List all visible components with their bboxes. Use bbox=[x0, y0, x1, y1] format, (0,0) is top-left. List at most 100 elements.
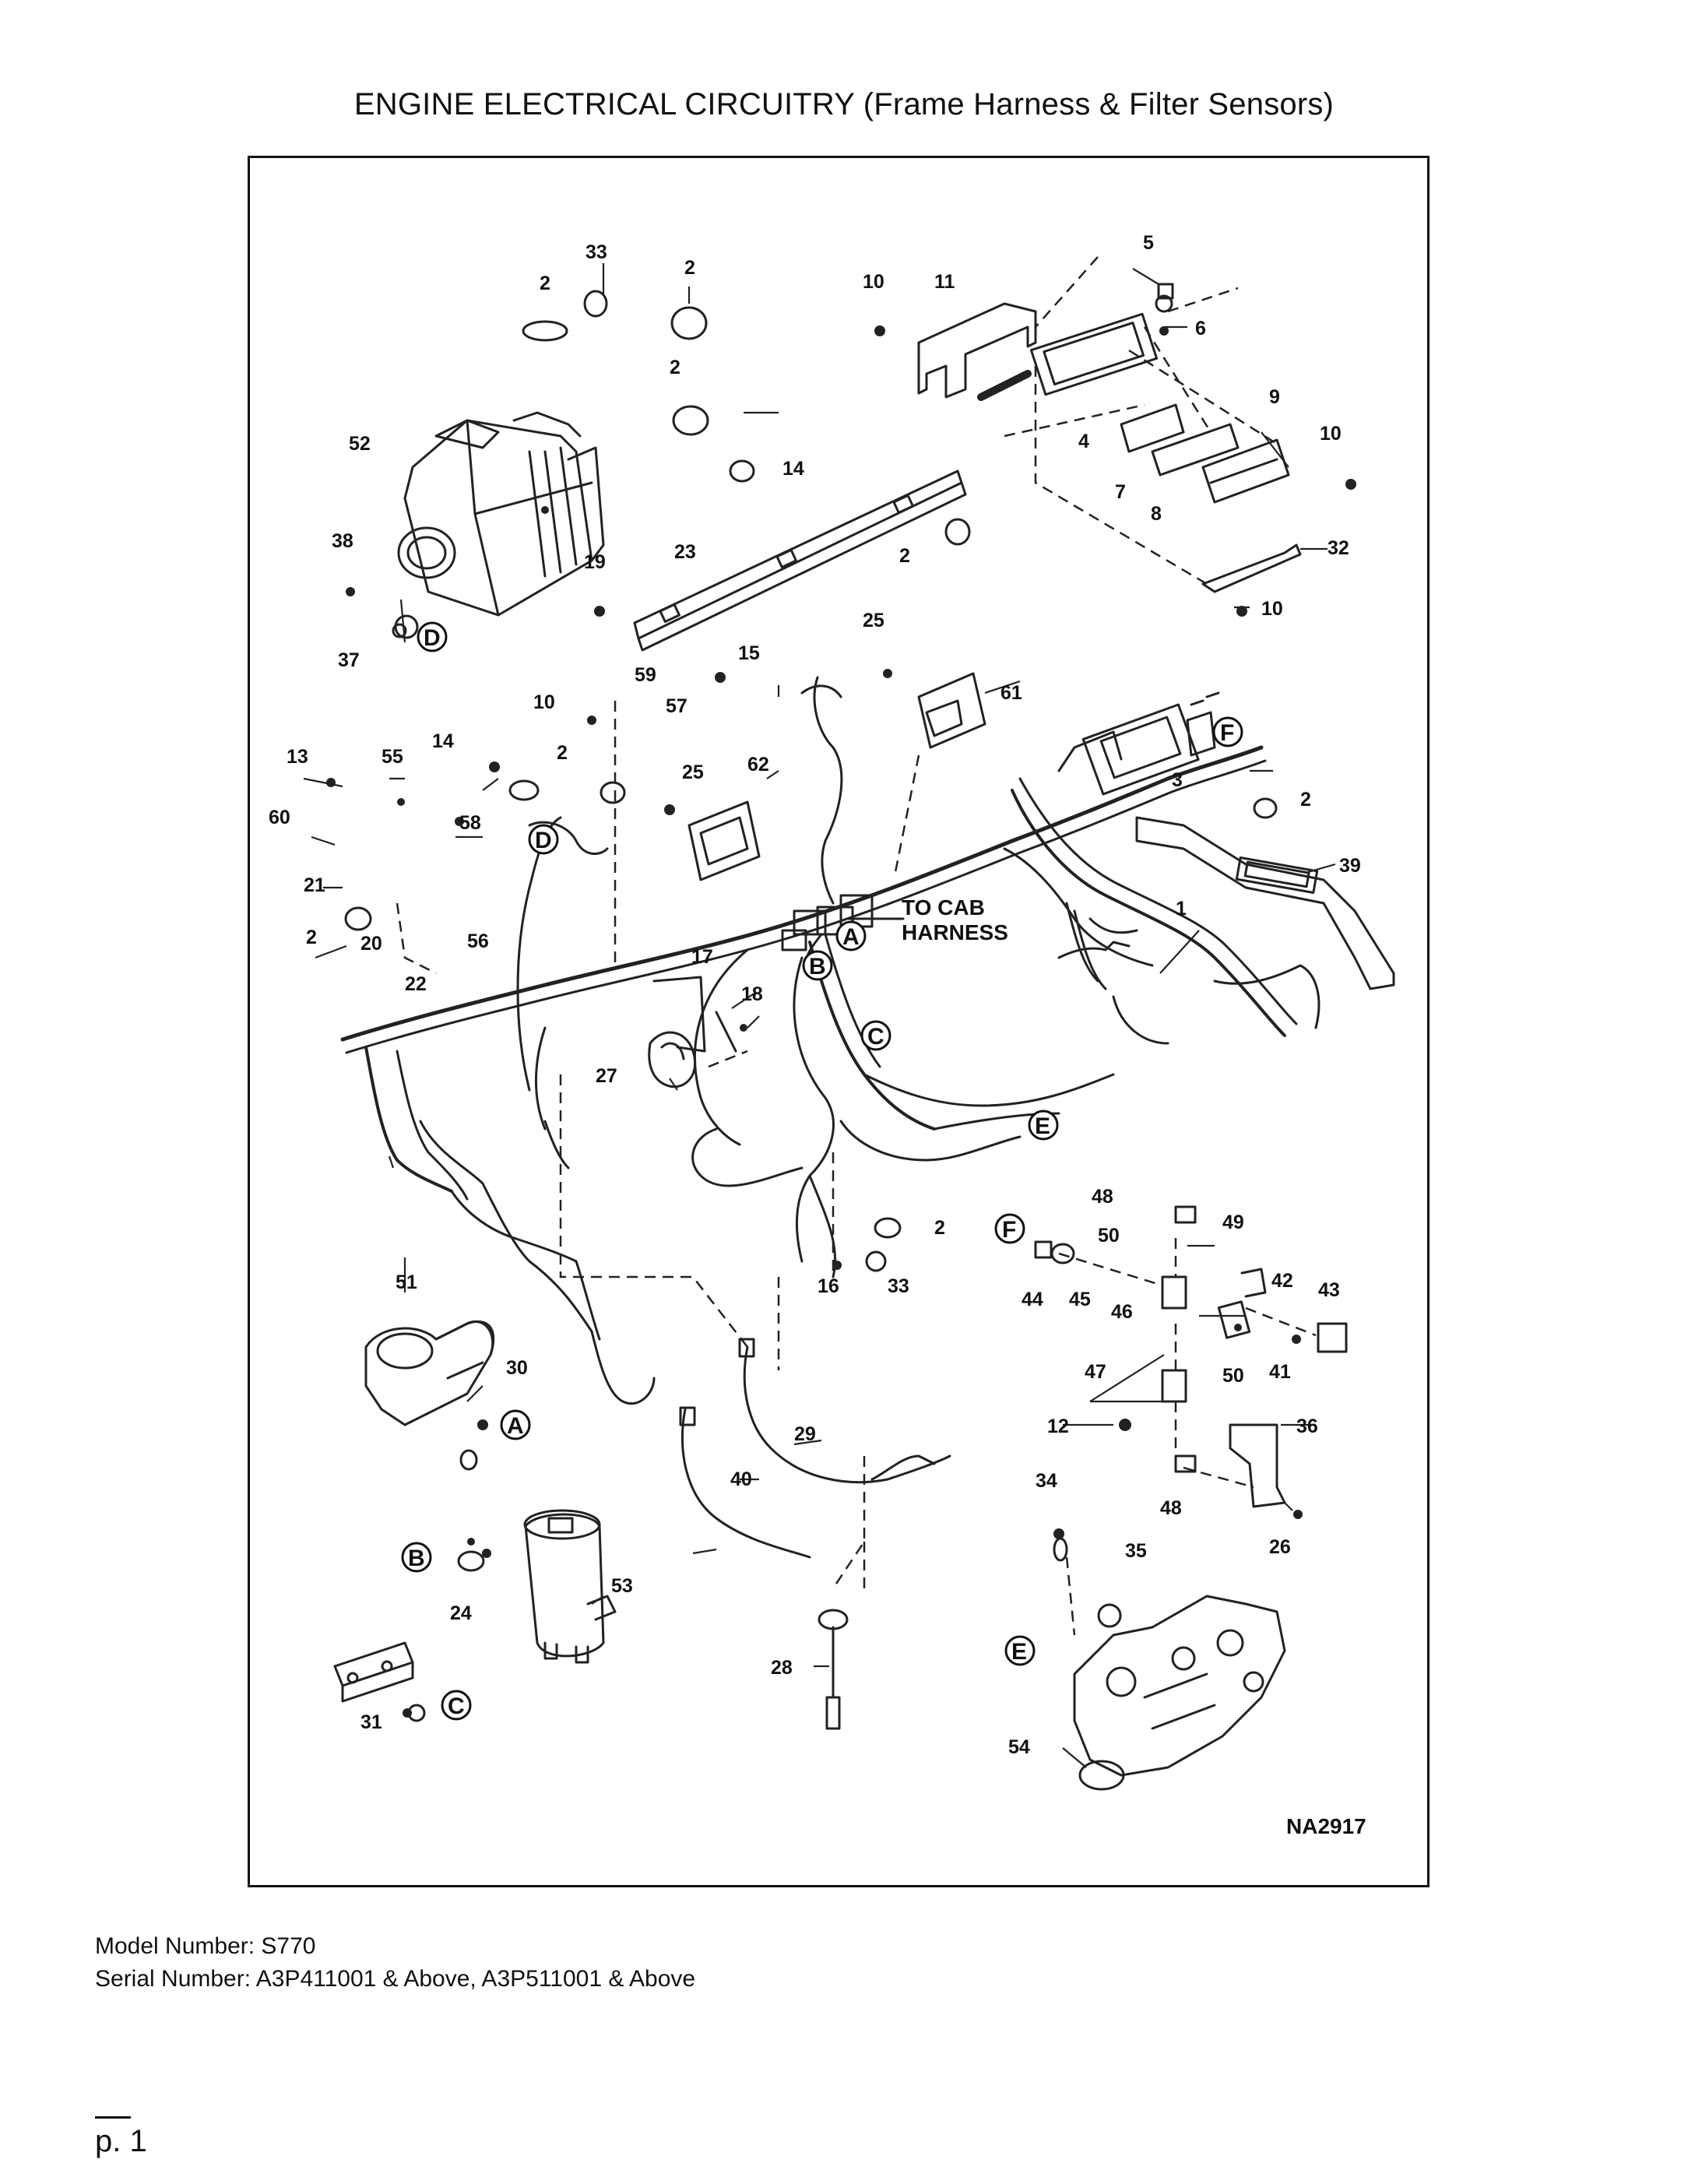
leader-lines bbox=[303, 263, 1336, 1768]
callout-5: 5 bbox=[1143, 232, 1154, 254]
callout-38: 38 bbox=[332, 530, 353, 552]
cab-harness-label-line2: HARNESS bbox=[902, 920, 1008, 944]
callout-46: 46 bbox=[1111, 1301, 1133, 1323]
callout-52: 52 bbox=[349, 433, 371, 455]
callout-57: 57 bbox=[666, 695, 688, 717]
harness-29-40 bbox=[679, 1338, 951, 1559]
callout-17: 17 bbox=[691, 946, 713, 968]
callout-10: 10 bbox=[1261, 598, 1283, 620]
connector-block-4 bbox=[977, 312, 1159, 401]
callout-43: 43 bbox=[1318, 1279, 1340, 1301]
callout-48: 48 bbox=[1160, 1497, 1182, 1519]
ref-a: A bbox=[842, 924, 860, 950]
block-31 bbox=[333, 1641, 414, 1703]
callout-24: 24 bbox=[450, 1602, 472, 1624]
callout-48: 48 bbox=[1092, 1186, 1113, 1208]
callout-60: 60 bbox=[269, 807, 290, 828]
callout-2: 2 bbox=[1300, 789, 1311, 811]
ref-f: F bbox=[1220, 720, 1234, 746]
harness-left-branch bbox=[364, 816, 656, 1405]
ref-b: B bbox=[809, 954, 826, 979]
callout-33: 33 bbox=[586, 241, 607, 263]
callout-25: 25 bbox=[682, 761, 704, 783]
cab-harness-label-line1: TO CAB bbox=[902, 895, 985, 920]
callout-34: 34 bbox=[1036, 1470, 1057, 1492]
callout-28: 28 bbox=[771, 1657, 793, 1679]
callout-10: 10 bbox=[1320, 423, 1342, 445]
callout-47: 47 bbox=[1085, 1361, 1106, 1383]
callout-51: 51 bbox=[396, 1271, 417, 1293]
callout-2: 2 bbox=[670, 357, 680, 378]
callout-18: 18 bbox=[741, 983, 763, 1005]
callout-10: 10 bbox=[863, 271, 884, 293]
sensor-28 bbox=[818, 1609, 849, 1730]
callout-19: 19 bbox=[584, 551, 606, 573]
callout-50: 50 bbox=[1222, 1365, 1244, 1387]
callout-26: 26 bbox=[1269, 1536, 1291, 1558]
callout-35: 35 bbox=[1125, 1540, 1147, 1562]
callout-20: 20 bbox=[360, 933, 382, 955]
callout-14: 14 bbox=[432, 730, 454, 752]
callout-2: 2 bbox=[899, 545, 910, 567]
callout-16: 16 bbox=[818, 1275, 839, 1297]
callout-15: 15 bbox=[738, 642, 760, 664]
strap-32 bbox=[1201, 543, 1302, 593]
callout-25: 25 bbox=[863, 610, 884, 631]
ref-c: C bbox=[867, 1024, 884, 1050]
motor-51 bbox=[364, 1320, 495, 1426]
callout-61: 61 bbox=[1000, 682, 1022, 704]
callout-14: 14 bbox=[782, 458, 804, 480]
rail-23 bbox=[633, 470, 967, 652]
callout-40: 40 bbox=[730, 1468, 752, 1490]
callout-22: 22 bbox=[405, 973, 427, 995]
callout-9: 9 bbox=[1269, 386, 1280, 408]
filter-53 bbox=[523, 1509, 617, 1664]
callout-58: 58 bbox=[459, 812, 481, 834]
callout-56: 56 bbox=[467, 930, 489, 952]
callout-49: 49 bbox=[1222, 1212, 1244, 1233]
cab-harness-lead bbox=[1057, 941, 1131, 959]
callout-2: 2 bbox=[684, 257, 695, 279]
callout-55: 55 bbox=[382, 746, 403, 768]
callout-59: 59 bbox=[635, 664, 656, 686]
callout-29: 29 bbox=[794, 1423, 816, 1445]
callout-2: 2 bbox=[934, 1217, 945, 1239]
bracket-rail-39 bbox=[1135, 816, 1395, 990]
callout-36: 36 bbox=[1296, 1416, 1318, 1437]
callout-2: 2 bbox=[540, 273, 550, 294]
bracket-11 bbox=[917, 302, 1037, 399]
callout-42: 42 bbox=[1271, 1270, 1293, 1292]
drawing-id: NA2917 bbox=[1286, 1814, 1366, 1838]
model-number: Model Number: S770 bbox=[95, 1933, 316, 1959]
ref-d: D bbox=[424, 625, 441, 651]
serial-number: Serial Number: A3P411001 & Above, A3P511… bbox=[95, 1966, 696, 1992]
bracket-36 bbox=[1229, 1423, 1286, 1508]
controller-61 bbox=[917, 672, 986, 749]
callout-41: 41 bbox=[1269, 1361, 1291, 1383]
callout-50: 50 bbox=[1098, 1225, 1120, 1247]
ref-c: C bbox=[448, 1693, 465, 1719]
main-frame-harness bbox=[340, 676, 1321, 1278]
ref-f: F bbox=[1002, 1217, 1016, 1243]
controller-62 bbox=[688, 800, 761, 881]
connection-ref-letters: A A B B C C D D E E F F bbox=[408, 625, 1234, 1719]
clamps bbox=[344, 290, 1278, 1722]
callout-8: 8 bbox=[1151, 503, 1162, 525]
cover-stack bbox=[1120, 403, 1290, 504]
callout-27: 27 bbox=[596, 1065, 617, 1087]
callout-2: 2 bbox=[306, 927, 317, 948]
callout-12: 12 bbox=[1047, 1416, 1069, 1437]
callout-labels: 1 2 2 2 2 2 2 2 2 3 4 5 6 7 8 9 10 10 10… bbox=[269, 232, 1361, 1758]
relay-assembly bbox=[1034, 283, 1348, 1473]
callout-4: 4 bbox=[1078, 431, 1089, 452]
callout-33: 33 bbox=[888, 1275, 909, 1297]
callout-23: 23 bbox=[674, 541, 696, 563]
callout-3: 3 bbox=[1172, 769, 1183, 791]
callout-39: 39 bbox=[1339, 855, 1361, 877]
valve-body-54 bbox=[1073, 1595, 1286, 1791]
callout-54: 54 bbox=[1008, 1736, 1030, 1758]
reference-lines bbox=[396, 256, 1317, 1636]
callout-45: 45 bbox=[1069, 1289, 1091, 1310]
callout-30: 30 bbox=[506, 1357, 528, 1379]
